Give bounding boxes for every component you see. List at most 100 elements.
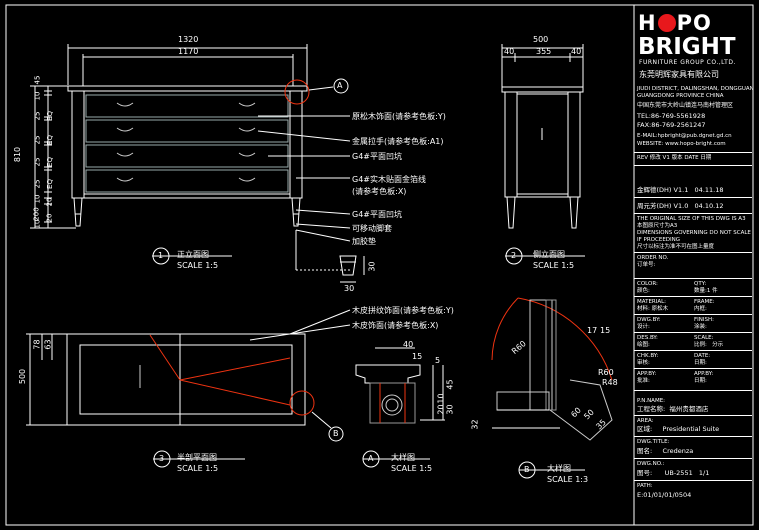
view2-scale: SCALE 1:5 bbox=[533, 261, 575, 270]
b-dim-rb: R48 bbox=[602, 378, 618, 387]
vdim-25: 25 bbox=[33, 111, 42, 121]
vdim-25: 25 bbox=[33, 179, 42, 189]
plan-callout-1: 木皮拼纹饰面(请参考色板:Y) bbox=[352, 306, 454, 315]
vertical-dims: 45 10 25 EQ 25 EQ 25 EQ 25 EQ 10 20 200 … bbox=[33, 76, 54, 229]
b-dim-32: 32 bbox=[470, 419, 480, 430]
chk-by-cn: 审核: bbox=[637, 360, 650, 366]
callout-groove-2: G4#平面凹坑 bbox=[352, 210, 402, 219]
scale-cn: 比例: 分示 bbox=[694, 342, 724, 348]
b-dim-60: 60 bbox=[569, 405, 583, 420]
dwg-by-label: DWG.BY: bbox=[637, 317, 661, 323]
note-4: IF PROCEEDING bbox=[637, 237, 681, 243]
a-dim-45: 45 bbox=[445, 379, 455, 390]
b-dim-r60: R60 bbox=[509, 338, 528, 357]
dim-foot-30b: 30 bbox=[344, 284, 355, 293]
path-value: E:01/01/01/0504 bbox=[637, 491, 692, 499]
app-by-cn: 批准: bbox=[637, 378, 650, 384]
view2-number: 2 bbox=[511, 251, 517, 260]
vdim-10: 10 bbox=[33, 91, 42, 101]
callout-pad: 加胶垫 bbox=[352, 237, 376, 246]
note-3: DIMENSIONS GOVERNING DO NOT SCALE bbox=[637, 230, 751, 236]
material-label: MATERIAL: bbox=[637, 299, 667, 305]
b-dim-15: 15 bbox=[600, 326, 611, 335]
dim-inner-width: 1170 bbox=[178, 47, 199, 56]
vdim-25: 25 bbox=[33, 157, 42, 167]
side-elevation bbox=[501, 44, 585, 265]
callout-groove: G4#平面凹坑 bbox=[352, 152, 402, 161]
dwg-by-cn: 设计: bbox=[637, 324, 650, 330]
scale-label: SCALE: bbox=[694, 335, 714, 341]
company-name-cn: 东莞明辉家具有限公司 bbox=[639, 70, 719, 79]
frame-cn: 内框: bbox=[694, 306, 707, 312]
rev2: 周元芳(DH) V1.0 04.10.12 bbox=[637, 202, 724, 210]
date-label: DATE: bbox=[694, 353, 711, 359]
side-dim-total: 500 bbox=[533, 35, 549, 44]
color-label: COLOR: bbox=[637, 281, 658, 287]
project-label: P.N.NAME: bbox=[637, 398, 666, 404]
b-dim-35: 35 bbox=[594, 417, 608, 432]
addr-line-1: JIUDI DISTRICT, DALINGSHAN, DONGGUAN bbox=[637, 86, 754, 92]
note-5: 尺寸以标注为准不可在图上量度 bbox=[637, 244, 715, 250]
callout-finish: 原松木饰面(请参考色板:Y) bbox=[352, 112, 446, 121]
b-dim-50: 50 bbox=[582, 407, 596, 422]
callout-foot-cap: 可移动脚套 bbox=[352, 224, 392, 233]
view1-scale: SCALE 1:5 bbox=[177, 261, 219, 270]
plan-dim-78: 78 bbox=[32, 339, 42, 350]
qty-cn: 数量:1 件 bbox=[694, 288, 718, 294]
marker-b: B bbox=[333, 429, 339, 438]
view3-number: 3 bbox=[159, 454, 165, 463]
a-dim-40: 40 bbox=[403, 340, 414, 349]
side-dim-right: 40 bbox=[571, 47, 582, 56]
view2-title: 侧立面图 bbox=[533, 250, 565, 259]
plan-dim-depth: 500 bbox=[18, 368, 28, 385]
viewA-title: 大样图 bbox=[391, 453, 415, 462]
project-cn: 工程名称: 福州贵都酒店 bbox=[637, 405, 709, 413]
marker-a: A bbox=[337, 81, 343, 90]
vdim-eq: EQ bbox=[45, 135, 54, 145]
dim-foot-30a: 30 bbox=[367, 261, 377, 272]
plan-view bbox=[26, 309, 351, 468]
frame-label: FRAME: bbox=[694, 299, 715, 305]
plan-callout-2: 木皮饰面(请参考色板:X) bbox=[352, 321, 439, 330]
a-dim-30: 30 bbox=[445, 404, 455, 415]
path-label: PATH: bbox=[637, 483, 653, 489]
des-by-label: DES.BY: bbox=[637, 335, 658, 341]
area-label: AREA: bbox=[637, 418, 654, 424]
viewA-number: A bbox=[368, 454, 374, 463]
dwgno-cn: 图号: UB-2551 1/1 bbox=[637, 469, 710, 477]
vdim-10: 10 bbox=[33, 194, 42, 204]
view3-title: 半剖平面图 bbox=[177, 453, 217, 462]
revision-header: REV 修改 V1 版本 DATE 日期 bbox=[637, 155, 712, 161]
material-cn: 材料: 原松木 bbox=[637, 306, 669, 312]
des-by-cn: 绘图: bbox=[637, 342, 650, 348]
title-cn: 图名: Credenza bbox=[637, 447, 694, 455]
website: WEBSITE: www.hopo-bright.com bbox=[637, 141, 726, 147]
finish-label: FINISH: bbox=[694, 317, 715, 323]
callout-gold-line-ref: (请参考色板:X) bbox=[352, 187, 407, 196]
addr-line-3: 中国东莞市大岭山镇连马南村管理区 bbox=[637, 102, 734, 109]
detail-b bbox=[491, 297, 613, 479]
plan-dim-63: 63 bbox=[43, 339, 53, 350]
a-dim-10: 10 bbox=[436, 393, 446, 404]
color-cn: 颜色: bbox=[637, 288, 650, 294]
logo-red-circle-icon bbox=[657, 14, 676, 32]
addr-line-2: GUANGDONG PROVINCE CHINA bbox=[637, 93, 724, 99]
app-date-cn: 日期: bbox=[694, 378, 707, 384]
order-cn: 订单号: bbox=[637, 262, 656, 268]
viewB-number: B bbox=[524, 465, 530, 474]
dim-height-total: 810 bbox=[13, 146, 23, 163]
date-cn: 日期: bbox=[694, 360, 707, 366]
rev1: 金辉德(DH) V1.1 04.11.18 bbox=[637, 186, 724, 194]
order-label: ORDER NO. bbox=[637, 255, 669, 261]
fax: FAX:86-769-2561247 bbox=[637, 121, 706, 129]
app-by-label: APP.BY: bbox=[637, 371, 657, 377]
callout-handle: 金属拉手(请参考色板:A1) bbox=[352, 137, 444, 146]
note-1: THE ORIGINAL SIZE OF THIS DWG IS A3 bbox=[637, 216, 746, 222]
logo-bright: BRIGHT bbox=[638, 34, 736, 60]
qty-label: QTY: bbox=[694, 281, 707, 287]
dwgno-label: DWG.NO.: bbox=[637, 461, 665, 467]
vdim-20: 20 bbox=[45, 197, 54, 207]
